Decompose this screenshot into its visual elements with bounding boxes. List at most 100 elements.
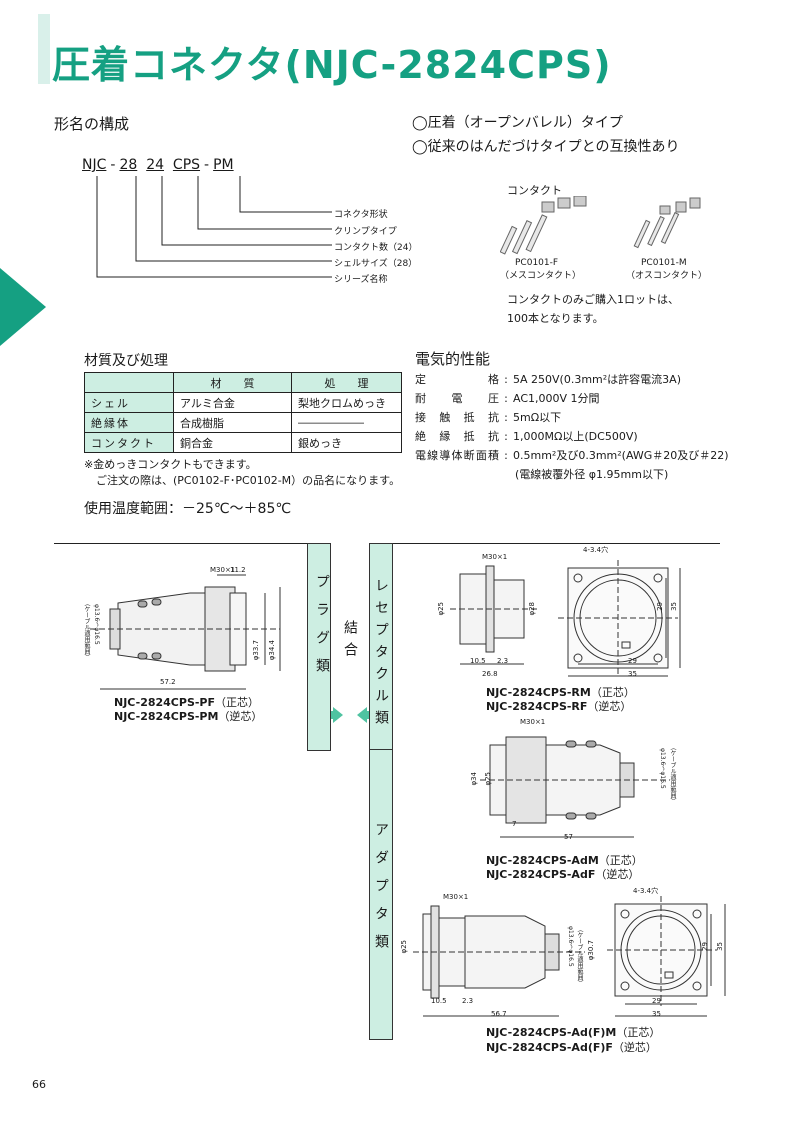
- materials-treatment: 梨地クロムめっき: [291, 392, 402, 413]
- electrical-row: 接触抵抗:5mΩ以下: [415, 411, 562, 424]
- adf-dim-d: φ25: [400, 940, 408, 954]
- part-number-leader-lines: [96, 176, 332, 278]
- rec-model-1: NJC-2824CPS-RM（正芯）: [486, 684, 635, 700]
- adf-dim-thread: M30×1: [443, 893, 469, 901]
- section-marker-triangle: [0, 268, 46, 346]
- adm-model-1-note: （正芯）: [598, 854, 643, 867]
- rec-dim-sq29v: 29: [656, 602, 664, 611]
- adm-model-2: NJC-2824CPS-AdF（逆芯）: [486, 866, 639, 882]
- part-number-code: NJC-28 24 CPS-PM: [82, 157, 234, 173]
- materials-material: アルミ合金: [173, 392, 292, 413]
- table-row: 絶縁体 合成樹脂 ――――――: [84, 412, 402, 433]
- plug-dim-thread: M30×1: [210, 566, 236, 574]
- plug-cable-range: φ13.6～φ16.5: [93, 604, 100, 645]
- male-contact-code: PC0101-M: [641, 258, 687, 268]
- adm-dim-thread: M30×1: [520, 718, 546, 726]
- contacts-illustration: [500, 196, 701, 255]
- adf-dim-sq29v: 29: [701, 942, 709, 951]
- rec-model-2: NJC-2824CPS-RF（逆芯）: [486, 698, 631, 714]
- female-contact-name: （メスコンタクト）: [500, 271, 582, 281]
- adm-model-1-code: NJC-2824CPS-AdM: [486, 854, 599, 867]
- plug-model-1-note: （正芯）: [215, 696, 260, 709]
- rec-model-2-code: NJC-2824CPS-RF: [486, 700, 588, 713]
- materials-material: 合成樹脂: [173, 412, 292, 433]
- materials-col-treatment: 処 理: [291, 372, 402, 393]
- electrical-key: 電線導体断面積: [415, 449, 499, 462]
- adf-dim-567: 56.7: [491, 1010, 507, 1018]
- rec-dim-268: 26.8: [482, 670, 498, 678]
- rec-dim-thread: M30×1: [482, 553, 508, 561]
- electrical-value: 5mΩ以下: [513, 411, 562, 424]
- plug-category-label: プラグ類: [308, 544, 330, 696]
- materials-material: 銅合金: [173, 432, 292, 453]
- receptacle-category-label: レセプタクル類: [370, 544, 392, 732]
- plug-model-2: NJC-2824CPS-PM（逆芯）: [114, 708, 262, 724]
- rec-dim-sq29: 29: [628, 657, 637, 665]
- contacts-note-2: 100本となります。: [507, 312, 604, 325]
- temperature-range: 使用温度範囲：－25℃～＋85℃: [84, 501, 292, 517]
- plug-dim-d2: φ34.4: [268, 640, 276, 661]
- electrical-value: AC1,000V 1分間: [513, 392, 600, 405]
- rec-model-1-code: NJC-2824CPS-RM: [486, 686, 591, 699]
- adapter-category-box: アダプタ類: [369, 749, 393, 1040]
- pn-shell: 28: [119, 157, 138, 173]
- adm-cable-note: （ケーブル適用範囲）: [669, 744, 676, 804]
- electrical-row: 電線導体断面積:0.5mm²及び0.3mm²(AWG＃20及び＃22): [415, 449, 729, 462]
- adf-model-2-code: NJC-2824CPS-Ad(F)F: [486, 1041, 613, 1054]
- plug-model-2-note: （逆芯）: [218, 710, 263, 723]
- pn-label-crimp: クリンプタイプ: [334, 227, 397, 237]
- adf-model-2-note: （逆芯）: [612, 1041, 657, 1054]
- adapter-adm-drawing: [480, 736, 670, 838]
- pn-type: CPS: [172, 157, 201, 173]
- plug-category-text: プラグ類: [314, 574, 330, 686]
- adf-dim-sq29: 29: [652, 997, 661, 1005]
- electrical-key: 接触抵抗: [415, 411, 499, 424]
- materials-treatment: 銀めっき: [291, 432, 402, 453]
- table-row: シェル アルミ合金 梨地クロムめっき: [84, 392, 402, 413]
- adf-dim-holes: 4-3.4穴: [633, 887, 659, 895]
- rec-dim-d: φ25: [437, 602, 445, 616]
- adapter-category-text: アダプタ類: [373, 822, 389, 962]
- electrical-row: 定格:5A 250V(0.3mm²は許容電流3A): [415, 373, 681, 386]
- rec-dim-sq35: 35: [628, 670, 637, 678]
- part-number-heading: 形名の構成: [54, 115, 130, 133]
- rec-dim-10: 10.5: [470, 657, 486, 665]
- materials-table: 材 質 処 理 シェル アルミ合金 梨地クロムめっき 絶縁体 合成樹脂 ――――…: [84, 372, 402, 453]
- pn-label-shell: シェルサイズ（28）: [334, 259, 418, 269]
- plug-dim-d1: φ33.7: [252, 640, 260, 661]
- plug-model-1: NJC-2824CPS-PF（正芯）: [114, 694, 259, 710]
- electrical-key: 耐電圧: [415, 392, 499, 405]
- female-contact-image: [500, 196, 587, 255]
- adm-dim-d1: φ34: [470, 772, 478, 786]
- receptacle-category-text: レセプタクル類: [373, 578, 389, 732]
- pn-dash-1: -: [110, 157, 116, 173]
- divider-right: [390, 543, 720, 544]
- materials-header-row: 材 質 処 理: [84, 372, 402, 393]
- pn-label-series: シリーズ名称: [334, 275, 388, 285]
- adm-dim-d2: φ25: [484, 772, 492, 786]
- materials-heading: 材質及び処理: [84, 353, 168, 369]
- materials-part: コンタクト: [84, 432, 174, 453]
- materials-note-1: ※金めっきコンタクトもできます。: [84, 458, 257, 471]
- plug-drawing: [90, 574, 281, 690]
- adf-dim-sq35v: 35: [716, 942, 724, 951]
- rec-dim-holes: 4-3.4穴: [583, 546, 609, 554]
- title-accent-bar: [38, 14, 50, 84]
- adf-model-1: NJC-2824CPS-Ad(F)M（正芯）: [486, 1024, 660, 1040]
- materials-part: 絶縁体: [84, 412, 174, 433]
- contacts-note-1: コンタクトのみご購入1ロットは、: [507, 293, 679, 306]
- electrical-key: 定格: [415, 373, 499, 386]
- materials-treatment: ――――――: [291, 412, 402, 433]
- adm-cable-range: φ13.6～φ16.5: [659, 748, 666, 789]
- adapter-adf-front-drawing: [607, 896, 726, 1017]
- electrical-row: 耐電圧:AC1,000V 1分間: [415, 392, 600, 405]
- plug-dim-length: 57.2: [160, 678, 176, 686]
- materials-note-2: ご注文の際は、(PC0102-F･PC0102-M）の品名になります。: [96, 474, 401, 487]
- adm-model-1: NJC-2824CPS-AdM（正芯）: [486, 852, 643, 868]
- adm-dim-7: 7: [512, 820, 517, 828]
- mating-label: 結合: [342, 620, 358, 664]
- adm-model-2-note: （逆芯）: [595, 868, 640, 881]
- pn-shape: PM: [213, 157, 234, 173]
- feature-crimp: ◯圧着（オープンバレル）タイプ: [412, 115, 623, 131]
- rec-dim-sq35v: 35: [670, 602, 678, 611]
